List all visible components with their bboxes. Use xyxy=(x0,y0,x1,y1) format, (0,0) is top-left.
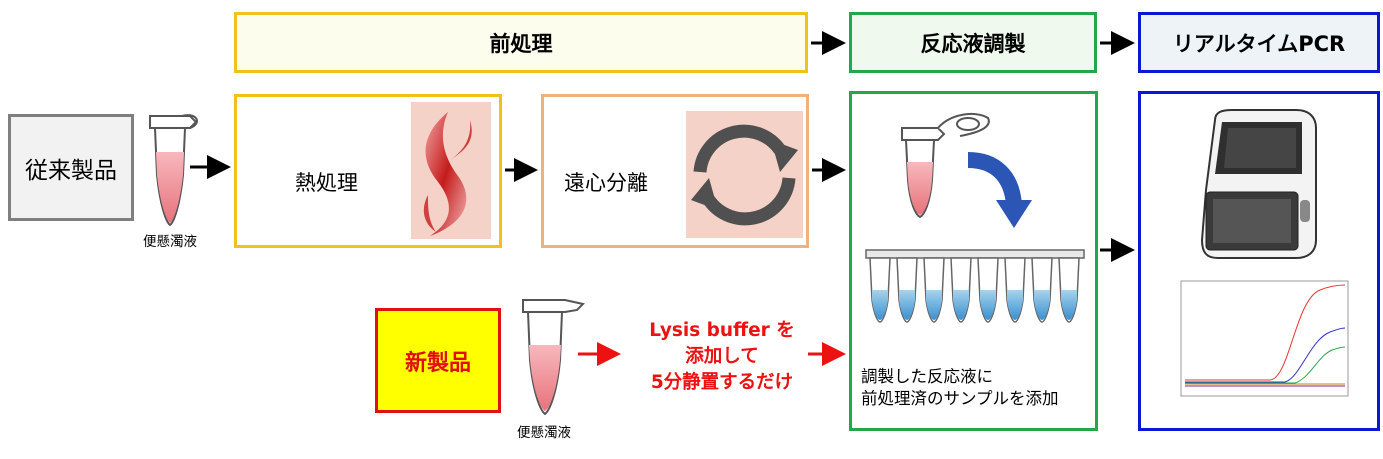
header-reaction-prep-label: 反応液調製 xyxy=(920,31,1026,56)
microtube-icon xyxy=(522,299,585,416)
header-realtime-pcr: リアルタイムPCR xyxy=(1138,12,1380,73)
centrifuge-label: 遠心分離 xyxy=(564,171,648,195)
reaction-caption: 調製した反応液に 前処理済のサンプルを添加 xyxy=(861,366,1059,410)
lysis-instruction-line-2: 添加して xyxy=(685,346,759,367)
conventional-product-label: 従来製品 xyxy=(25,157,117,184)
lysis-instruction: Lysis buffer を 添加して 5分静置するだけ xyxy=(622,318,822,396)
circular-arrows-icon xyxy=(686,111,803,238)
lysis-instruction-line-3: 5分静置するだけ xyxy=(650,372,794,393)
header-reaction-prep: 反応液調製 xyxy=(849,12,1097,73)
amplification-curve-icon xyxy=(1180,280,1349,397)
reaction-caption-line-2: 前処理済のサンプルを添加 xyxy=(861,389,1059,408)
pcr-instrument-icon xyxy=(1200,109,1317,259)
pcr-tube-strip-icon xyxy=(865,249,1085,323)
new-product-label: 新製品 xyxy=(404,350,471,376)
flame-icon xyxy=(411,102,491,239)
microtube-icon xyxy=(901,112,990,219)
curved-arrow-icon xyxy=(967,152,1032,228)
conventional-sample-label: 便懸濁液 xyxy=(143,234,197,250)
conventional-product-box: 従来製品 xyxy=(8,114,134,221)
header-realtime-pcr-label: リアルタイムPCR xyxy=(1172,31,1346,56)
header-pretreatment-label: 前処理 xyxy=(489,31,553,56)
new-sample-label: 便懸濁液 xyxy=(517,425,571,441)
flow-arrows-conventional xyxy=(190,155,1135,262)
header-pretreatment: 前処理 xyxy=(234,12,808,73)
new-product-box: 新製品 xyxy=(375,308,501,413)
microtube-icon xyxy=(149,114,198,227)
lysis-instruction-line-1: Lysis buffer を xyxy=(649,320,795,341)
reaction-caption-line-1: 調製した反応液に xyxy=(861,367,993,386)
heat-treatment-label: 熱処理 xyxy=(295,171,358,195)
